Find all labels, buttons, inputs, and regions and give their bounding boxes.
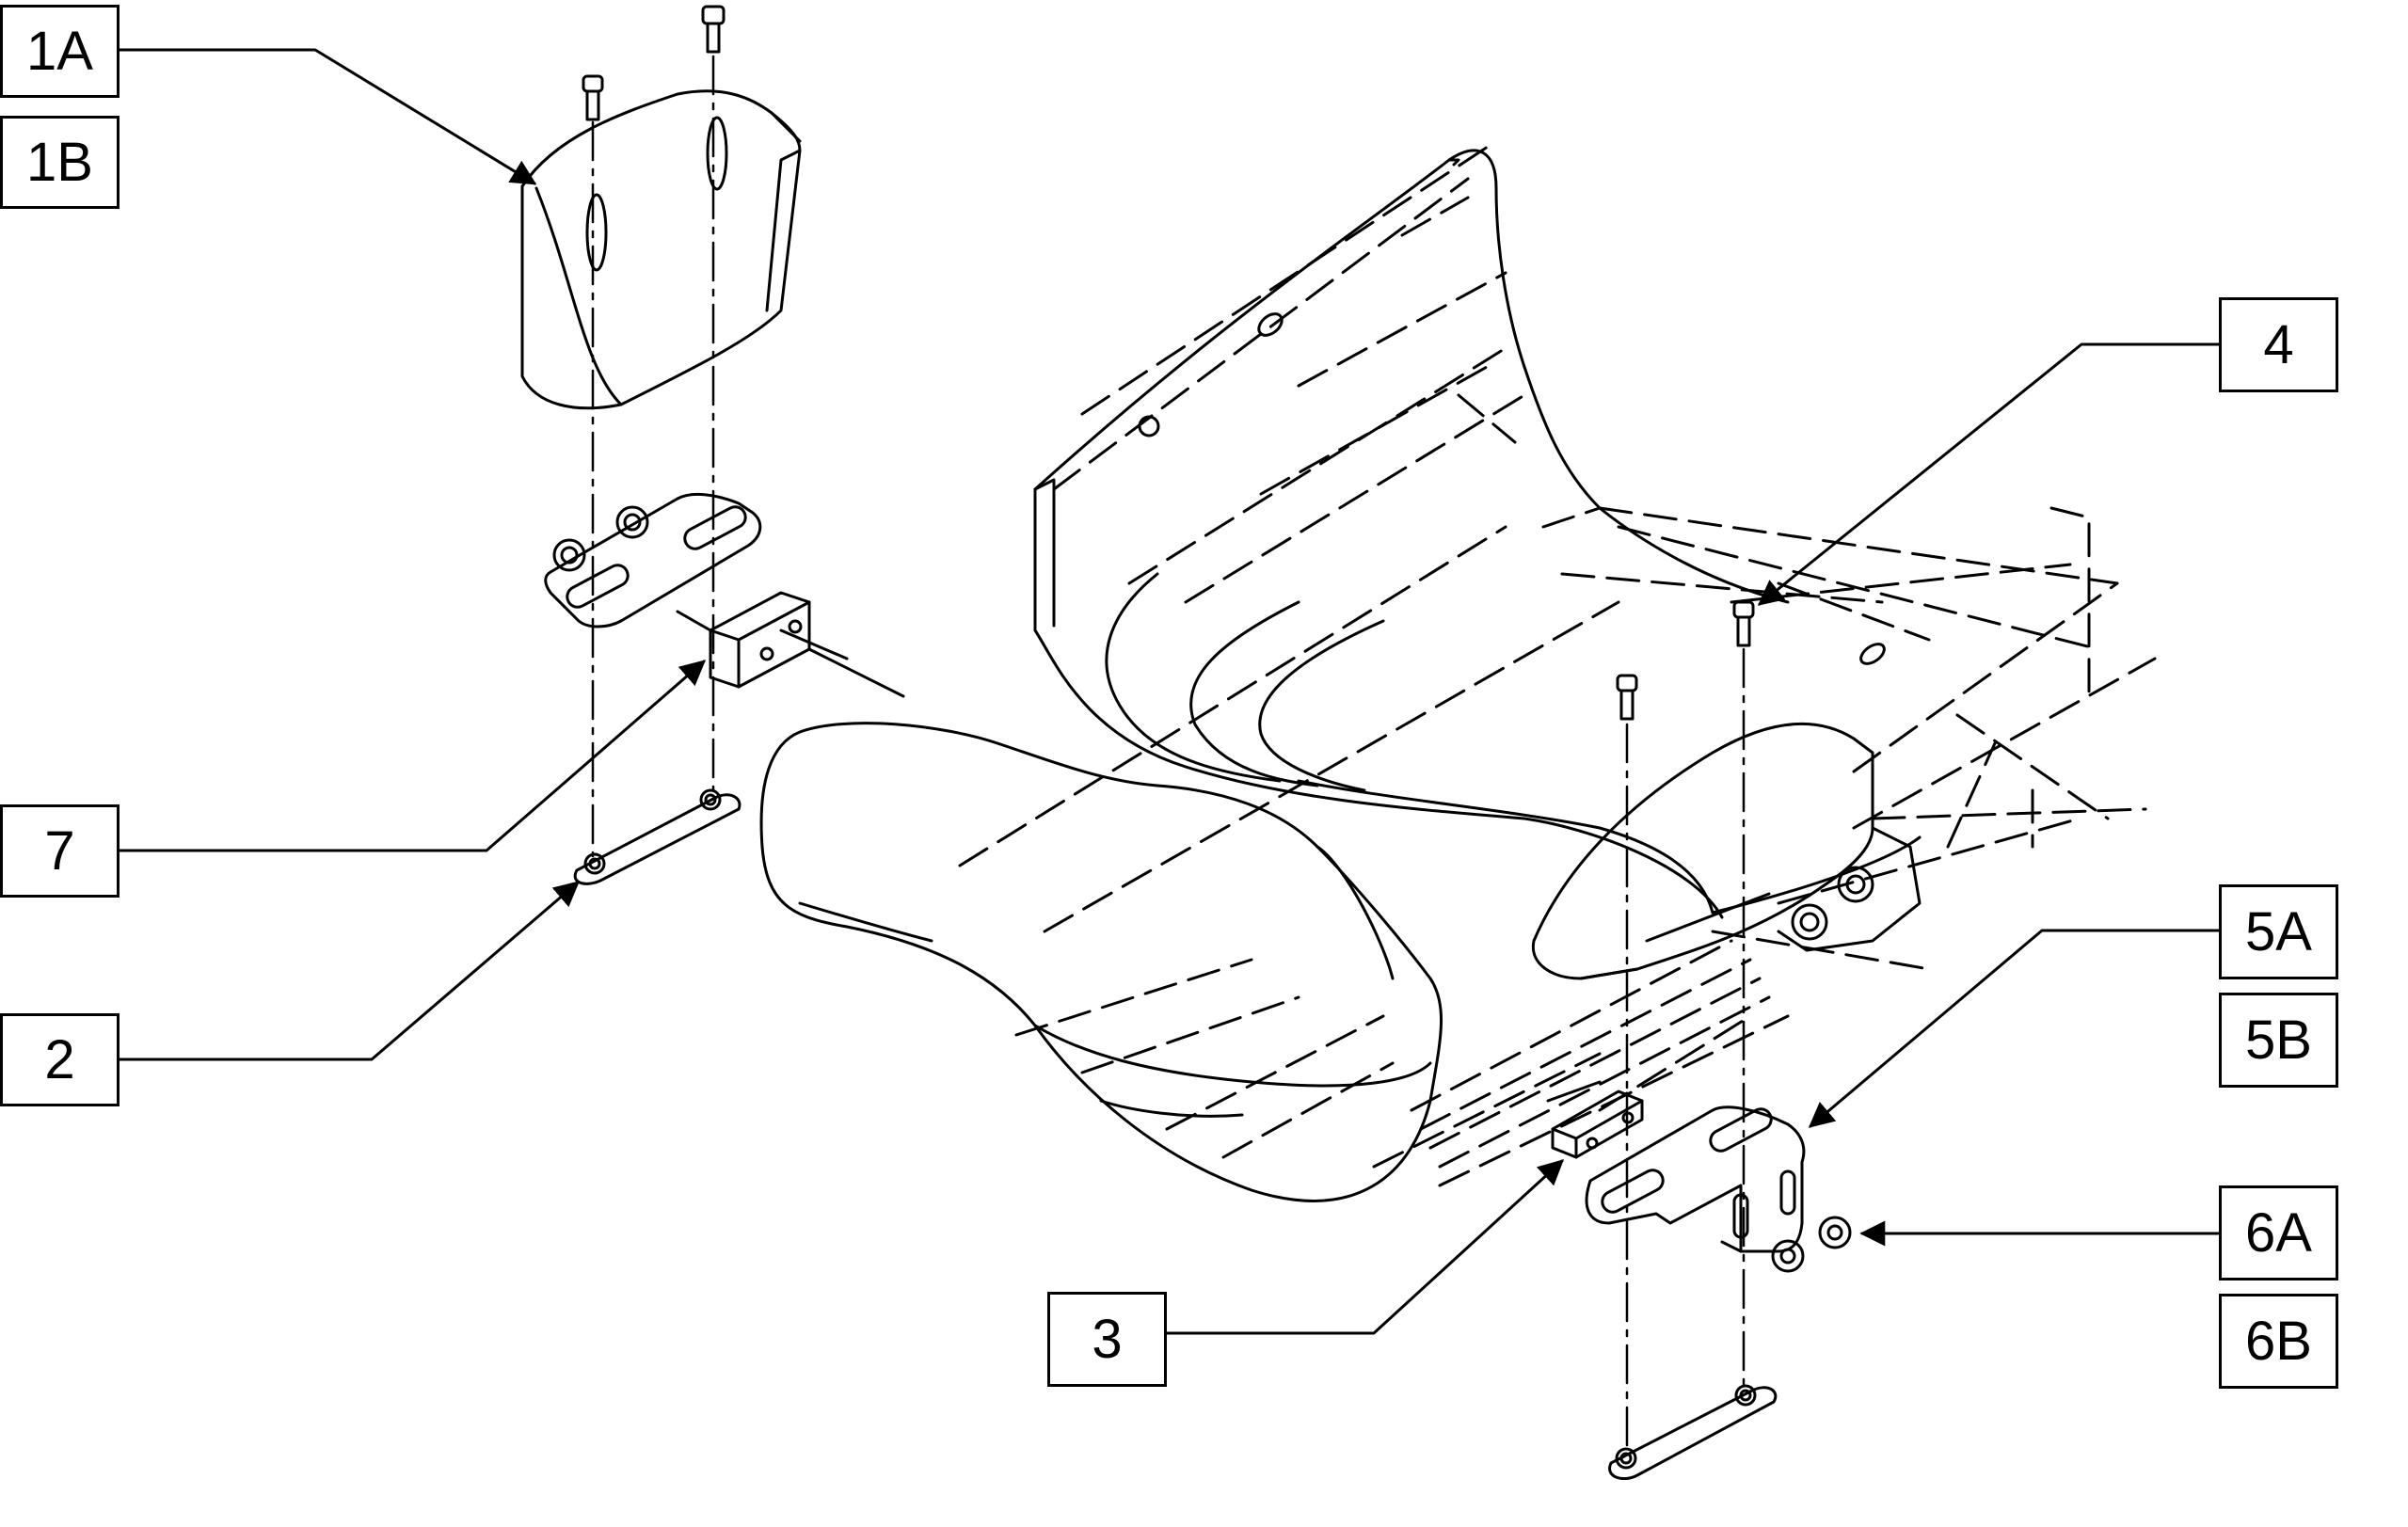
callout-6B: 6B [2219, 1294, 2338, 1389]
alignment-lines [591, 55, 1746, 1451]
callout-6A: 6A [2219, 1185, 2338, 1280]
callout-3-text: 3 [1092, 1309, 1123, 1370]
callout-7: 7 [0, 804, 120, 898]
callout-2: 2 [0, 1013, 120, 1106]
callout-5B: 5B [2219, 993, 2338, 1088]
right-armrest [1531, 722, 1922, 980]
left-spacer-block [676, 591, 905, 698]
right-spacer-block [1546, 1080, 1644, 1159]
callout-1A-text: 1A [26, 21, 93, 82]
callout-4-text: 4 [2263, 314, 2294, 375]
callout-5A-text: 5A [2245, 901, 2312, 962]
left-bracket [544, 493, 762, 628]
callout-6B-text: 6B [2245, 1311, 2312, 1372]
callout-6A-text: 6A [2245, 1202, 2312, 1264]
callout-1B: 1B [0, 116, 120, 209]
leader-lines [117, 48, 2221, 1335]
callout-5B-text: 5B [2245, 1010, 2312, 1071]
screws [582, 5, 1852, 1273]
callout-3: 3 [1047, 1292, 1167, 1387]
right-bottom-plate [1608, 1384, 1778, 1480]
callout-2-text: 2 [44, 1029, 75, 1090]
seat-cushion [759, 139, 2157, 1202]
callout-7-text: 7 [44, 820, 75, 882]
callout-1A: 1A [0, 5, 120, 98]
right-bracket [1585, 1105, 1806, 1253]
left-bottom-plate [573, 788, 742, 885]
callout-5A: 5A [2219, 884, 2338, 979]
left-armrest-pad [520, 89, 802, 410]
callout-1B-text: 1B [26, 132, 93, 193]
callout-4: 4 [2219, 297, 2338, 392]
